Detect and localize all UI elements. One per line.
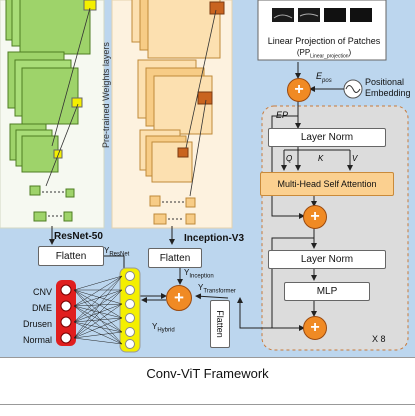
connection-line <box>73 317 123 339</box>
caption-bottom-rule <box>0 404 415 405</box>
connection-line <box>73 337 123 345</box>
output-node <box>60 332 72 344</box>
connection-line <box>73 275 123 339</box>
inception-label: Inception-V3 <box>184 233 245 244</box>
multi-head-self-attention: Multi-Head Self Attention <box>260 172 394 196</box>
repeat-count: X 8 <box>372 334 386 344</box>
connection-line <box>73 305 123 319</box>
layer-norm-2: Layer Norm <box>268 250 386 269</box>
y-hybrid-label: YHybrid <box>152 322 175 334</box>
dense-node <box>125 299 135 309</box>
ep-label: EP <box>276 110 289 120</box>
q-label: Q <box>286 154 293 163</box>
pp-label: (PPLinear_projection) <box>296 48 352 60</box>
connection-line <box>73 289 123 323</box>
layer-norm-1: Layer Norm <box>268 128 386 147</box>
inception-feature-maps <box>131 0 225 225</box>
connection-line <box>73 303 123 323</box>
dense-node <box>125 313 135 323</box>
dense-node <box>125 285 135 295</box>
embedding-add-node: + <box>287 78 311 102</box>
connection-line <box>73 289 123 307</box>
classifier-nodes <box>60 271 135 349</box>
image-patches <box>272 8 372 22</box>
resnet-feature-maps <box>5 0 97 222</box>
mlp-residual-add: + <box>303 316 327 340</box>
connection-line <box>73 289 123 319</box>
class-labels: CNV DME Drusen Normal <box>4 284 52 348</box>
output-node <box>60 316 72 328</box>
connection-line <box>73 289 123 339</box>
connection-line <box>73 305 123 333</box>
connection-line <box>73 317 123 323</box>
caption-divider <box>0 357 415 358</box>
linear-projection-label: Linear Projection of Patches <box>267 36 381 46</box>
dense-node <box>125 271 135 281</box>
mlp-box: MLP <box>284 282 370 301</box>
dense-layer <box>119 267 141 353</box>
y-inception-label: YInception <box>184 268 214 280</box>
y-transformer-label: YTransformer <box>198 283 236 295</box>
output-node <box>60 300 72 312</box>
dense-node <box>125 339 135 349</box>
class-label: Normal <box>22 335 52 345</box>
class-label: DME <box>32 303 52 313</box>
resnet-label: ResNet-50 <box>54 231 103 242</box>
diagram-svg <box>0 0 409 353</box>
connection-line <box>73 331 123 339</box>
hybrid-add-node: + <box>166 285 192 311</box>
y-resnet-label: YResNet <box>104 246 130 258</box>
dense-node <box>125 327 135 337</box>
output-node <box>60 284 72 296</box>
attention-residual-add: + <box>303 205 327 229</box>
output-layer <box>56 280 76 346</box>
figure-caption: Conv-ViT Framework <box>146 366 269 381</box>
connection-line <box>73 289 123 305</box>
connection-line <box>73 289 123 333</box>
v-label: V <box>352 154 358 163</box>
epos-label: Epos <box>316 71 332 84</box>
flatten-resnet: Flatten <box>38 246 104 266</box>
connection-line <box>73 275 123 323</box>
flatten-inception: Flatten <box>148 248 202 268</box>
connection-line <box>73 275 123 307</box>
connection-line <box>73 303 123 307</box>
class-label: Drusen <box>22 319 52 329</box>
connection-line <box>73 303 123 339</box>
connection-line <box>73 321 123 333</box>
connection-line <box>73 275 123 291</box>
pretrained-weights-label: Pre-trained Weights layers <box>101 42 111 148</box>
pretrained-label-wrap: Pre-trained Weights layers <box>96 20 116 170</box>
connection-line <box>73 305 123 345</box>
k-label: K <box>318 154 324 163</box>
connection-line <box>73 289 123 345</box>
flatten-transformer-text: Flatten <box>215 310 226 338</box>
class-label: CNV <box>32 287 52 297</box>
connection-line <box>73 321 123 345</box>
flatten-transformer: Flatten <box>210 300 230 348</box>
